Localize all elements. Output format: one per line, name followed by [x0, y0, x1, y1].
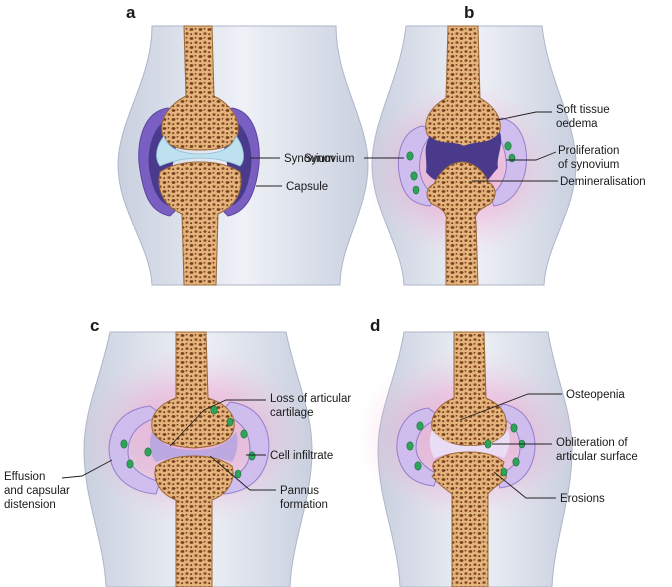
- label-oedema-b-1: Soft tissue: [556, 104, 610, 116]
- label-pannus-c-1: Pannus: [280, 485, 319, 497]
- panel-c: c Loss of articular cartilage Cell in: [4, 316, 351, 587]
- panel-a: a Synovium Capsule: [118, 3, 368, 285]
- label-effusion-c-2: and capsular: [4, 485, 70, 497]
- label-demineralisation-b: Demineralisation: [560, 176, 646, 188]
- label-osteopenia-d: Osteopenia: [566, 389, 625, 401]
- label-cells-c: Cell infiltrate: [270, 450, 333, 462]
- panel-d: d Osteopenia Obliteration of articular s…: [356, 316, 638, 587]
- label-obliteration-d-1: Obliteration of: [556, 437, 628, 449]
- panel-letter-b: b: [464, 3, 474, 22]
- panel-letter-a: a: [126, 3, 136, 22]
- label-proliferation-b-1: Proliferation: [558, 145, 619, 157]
- label-proliferation-b-2: of synovium: [558, 159, 619, 171]
- label-synovium-b: Synovium: [304, 153, 355, 165]
- panel-letter-d: d: [370, 316, 380, 335]
- label-obliteration-d-2: articular surface: [556, 451, 638, 463]
- label-pannus-c-2: formation: [280, 499, 328, 511]
- label-cartilage-c-2: cartilage: [270, 407, 313, 419]
- label-oedema-b-2: oedema: [556, 118, 598, 130]
- label-erosions-d: Erosions: [560, 493, 605, 505]
- label-effusion-c-3: distension: [4, 499, 56, 511]
- label-capsule-a: Capsule: [286, 181, 328, 193]
- label-cartilage-c-1: Loss of articular: [270, 393, 351, 405]
- panel-letter-c: c: [90, 316, 99, 335]
- label-effusion-c-1: Effusion: [4, 471, 45, 483]
